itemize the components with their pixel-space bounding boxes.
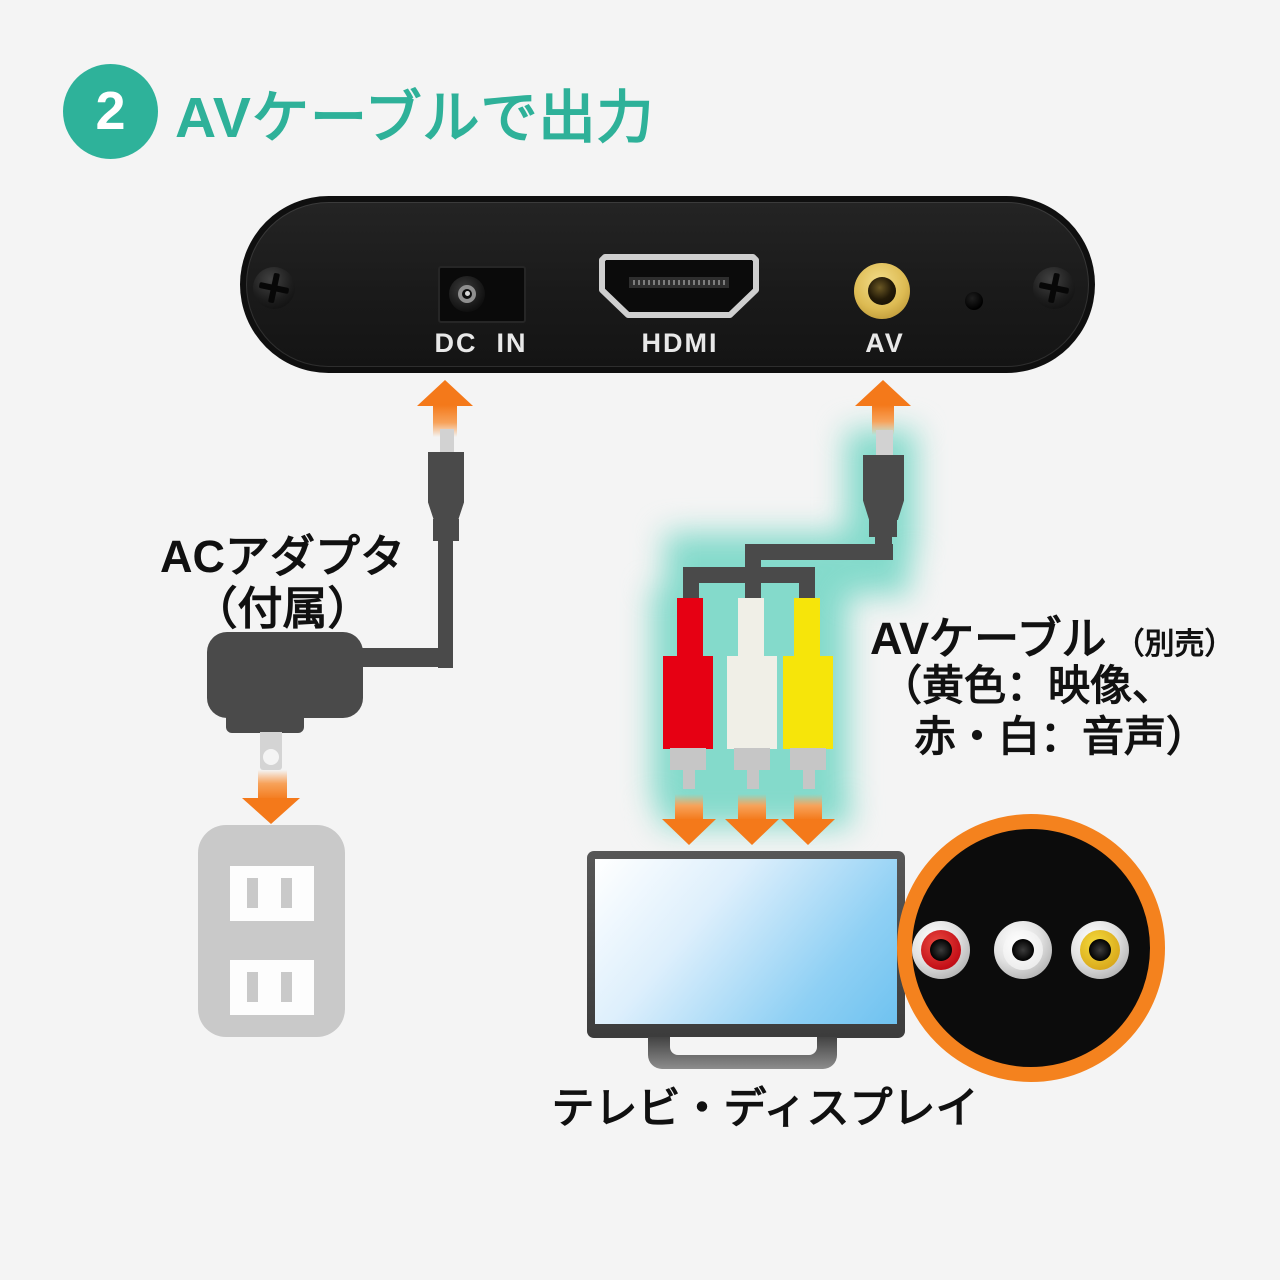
rca-plug-white-tip [747,770,759,789]
tv-screen [595,859,897,1024]
rca-jack-white-icon [994,921,1052,979]
arrow-down-yellow-shaft [794,794,822,820]
rca-plug-white-body [727,656,777,749]
dc-plug-body [428,452,464,522]
dc-in-center-pin [465,291,470,296]
rca-jack-yellow-icon [1071,921,1129,979]
arrow-up-av-icon [855,380,911,406]
rca-plug-white-neck [738,598,764,658]
outlet-socket-top [230,866,314,921]
dc-plug-tip [440,429,454,454]
ac-adapter-label-line2: （付属） [192,583,373,635]
rca-plug-red-body [663,656,713,749]
arrow-up-dc-in-icon [417,380,473,406]
av-cable-branch-red [683,567,699,600]
arrow-down-red-icon [662,819,716,845]
av-cable-label-line3: 赤・白：音声） [914,713,1209,760]
rca-plug-yellow-tip [803,770,815,789]
arrow-down-white-icon [725,819,779,845]
dc-plug-neck [433,519,459,541]
pinhole [965,292,983,310]
arrow-down-white-shaft [738,794,766,820]
arrow-down-red-shaft [675,794,703,820]
rca-plug-red-neck [677,598,703,658]
outlet-socket-bottom [230,960,314,1015]
rca-plug-red-ring [670,748,706,770]
step-number-badge: 2 [63,64,158,159]
av-cable-label: AVケーブル（別売） [870,602,1234,667]
rca-plug-red-tip [683,770,695,789]
arrow-up-av-shaft [872,405,894,435]
ac-adapter-label: ACアダプタ （付属） [160,531,405,635]
outlet-slit [281,972,292,1002]
outlet-slit [247,878,258,908]
hdmi-port-label: HDMI [641,328,719,358]
av-plug-body [863,455,904,520]
av-port-label: AV [865,328,905,358]
rca-plug-white-ring [734,748,770,770]
av-plug-neck [869,517,897,537]
av-cable-label-main: AVケーブル [870,613,1107,664]
rca-plug-yellow-body [783,656,833,749]
arrow-down-yellow-icon [781,819,835,845]
dc-cable-horizontal [358,648,453,667]
ac-adapter-label-line1: ACアダプタ [160,531,405,582]
rca-jack-red-icon [912,921,970,979]
tv-stand-cutout [670,1037,817,1055]
av-plug-tip [876,430,893,457]
arrow-down-outlet-shaft [258,770,287,800]
av-cable-label-line2: （黄色：映像、 [880,662,1175,709]
av-cable-segment [745,544,893,560]
av-cable-label-sub: （別売） [1114,628,1235,661]
ac-adapter-plug-base [226,716,304,733]
av-cable-branch-yellow [799,567,815,600]
av-cable-splitter [683,567,815,583]
arrow-down-outlet-icon [242,798,300,824]
av-port-hole [868,277,896,305]
outlet-slit [247,972,258,1002]
hdmi-port [599,254,759,318]
tv-label: テレビ・ディスプレイ [551,1085,979,1133]
dc-in-port-label: DC IN [434,328,528,358]
ac-adapter-prong-hole [263,749,279,765]
ac-adapter-body [207,632,363,718]
dc-cable-vertical [438,538,453,668]
rca-plug-yellow-neck [794,598,820,658]
step-title: AVケーブルで出力 [175,86,655,150]
rca-plug-yellow-ring [790,748,826,770]
outlet-slit [281,878,292,908]
